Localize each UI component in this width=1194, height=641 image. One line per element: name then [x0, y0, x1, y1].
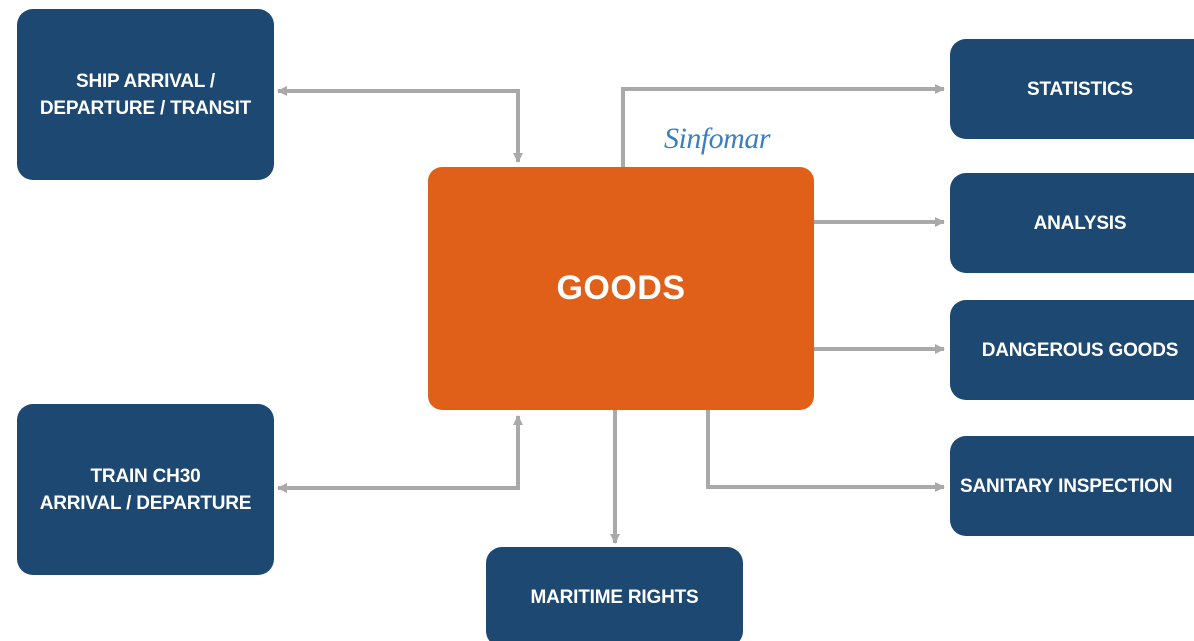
connector-ship-goods	[277, 86, 523, 163]
node-goods: GOODS	[428, 167, 814, 410]
connector-goods-statistics	[621, 84, 945, 167]
node-sanitary-inspection: SANITARY INSPECTION	[950, 436, 1194, 536]
brand-logo: Sinfomar	[664, 122, 771, 155]
node-analysis-label: ANALYSIS	[1033, 212, 1127, 234]
node-train-arrival-line1: TRAIN CH30	[90, 465, 201, 487]
node-statistics: STATISTICS	[950, 39, 1194, 139]
node-train-arrival: TRAIN CH30 ARRIVAL / DEPARTURE	[17, 404, 274, 575]
connector-train-goods	[277, 415, 523, 493]
node-analysis: ANALYSIS	[950, 173, 1194, 273]
node-ship-arrival-line1: SHIP ARRIVAL /	[75, 70, 216, 92]
node-statistics-label: STATISTICS	[1026, 78, 1134, 100]
node-dangerous-goods: DANGEROUS GOODS	[950, 300, 1194, 400]
node-ship-arrival: SHIP ARRIVAL / DEPARTURE / TRANSIT	[17, 9, 274, 180]
node-ship-arrival-line2: DEPARTURE / TRANSIT	[39, 97, 252, 119]
connector-goods-sanitary-inspection	[706, 410, 945, 492]
node-sanitary-inspection-label: SANITARY INSPECTION	[960, 475, 1173, 497]
node-train-arrival-line2: ARRIVAL / DEPARTURE	[39, 492, 252, 514]
node-maritime-rights: MARITIME RIGHTS	[486, 547, 743, 641]
node-dangerous-goods-label: DANGEROUS GOODS	[981, 339, 1179, 361]
node-goods-label: GOODS	[556, 269, 686, 307]
node-maritime-rights-label: MARITIME RIGHTS	[530, 586, 699, 608]
